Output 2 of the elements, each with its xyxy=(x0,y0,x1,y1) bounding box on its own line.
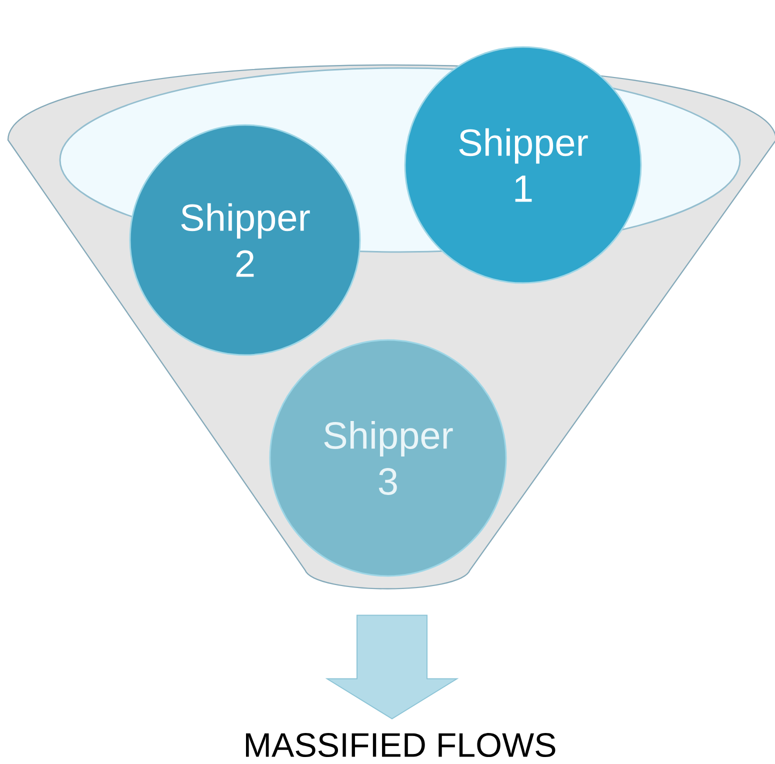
caption-text: MASSIFIED FLOWS xyxy=(246,732,556,758)
arrow xyxy=(325,614,459,720)
